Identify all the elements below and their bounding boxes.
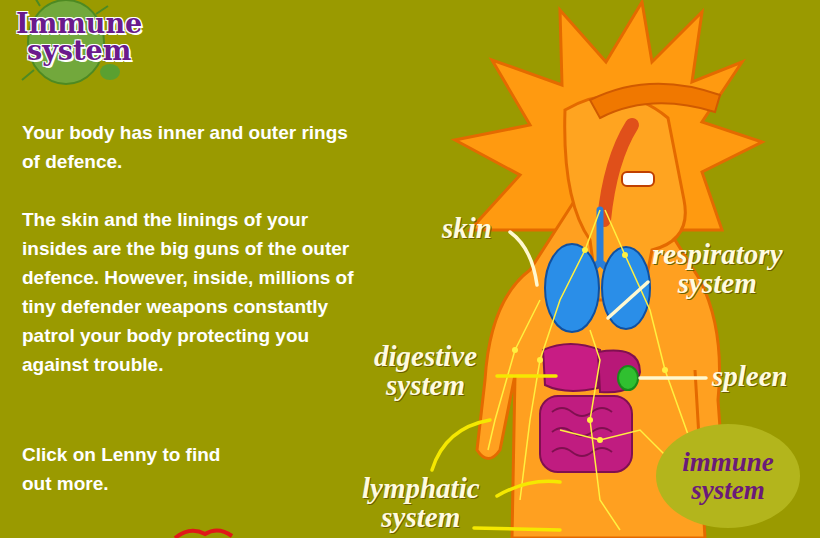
stomach	[598, 351, 640, 393]
lymph-node	[587, 417, 593, 423]
lymph-node	[582, 247, 588, 253]
germ-small	[100, 64, 120, 80]
immune-badge: immune system	[656, 424, 801, 528]
mouth	[622, 172, 654, 186]
part-label: skin	[442, 214, 492, 243]
lymph-line	[560, 430, 670, 460]
cap-brim	[590, 84, 720, 118]
part-label: spleen	[712, 362, 788, 391]
instruction-text: Click on Lenny to find out more.	[22, 440, 222, 498]
body-text: The skin and the linings of your insides…	[22, 205, 367, 379]
liver	[543, 344, 600, 391]
intestine-coils	[552, 408, 612, 456]
spleen	[618, 366, 638, 390]
lymph-node	[622, 252, 628, 258]
page-title: Immune system	[16, 10, 142, 64]
leader-line	[497, 481, 560, 496]
lymph-node	[662, 367, 668, 373]
leader-line	[510, 232, 537, 285]
leader-line	[432, 420, 490, 470]
lymph-node	[512, 347, 518, 353]
lymph-node	[597, 437, 603, 443]
leader-line	[474, 528, 560, 530]
intestines	[540, 396, 632, 472]
part-label: respiratory system	[652, 240, 783, 298]
lymph-node	[537, 357, 543, 363]
badge-text: immune system	[682, 448, 774, 505]
lymph-line	[590, 330, 620, 530]
part-label: lymphatic system	[362, 474, 480, 532]
red-scribble	[175, 530, 232, 538]
right-lung	[602, 247, 650, 329]
throat	[604, 125, 632, 220]
leader-line	[608, 282, 648, 318]
part-label: digestive system	[374, 342, 477, 400]
leader-line	[640, 376, 706, 380]
leader-line	[497, 374, 556, 378]
intro-text: Your body has inner and outer rings of d…	[22, 118, 367, 176]
lymph-line	[520, 210, 600, 500]
